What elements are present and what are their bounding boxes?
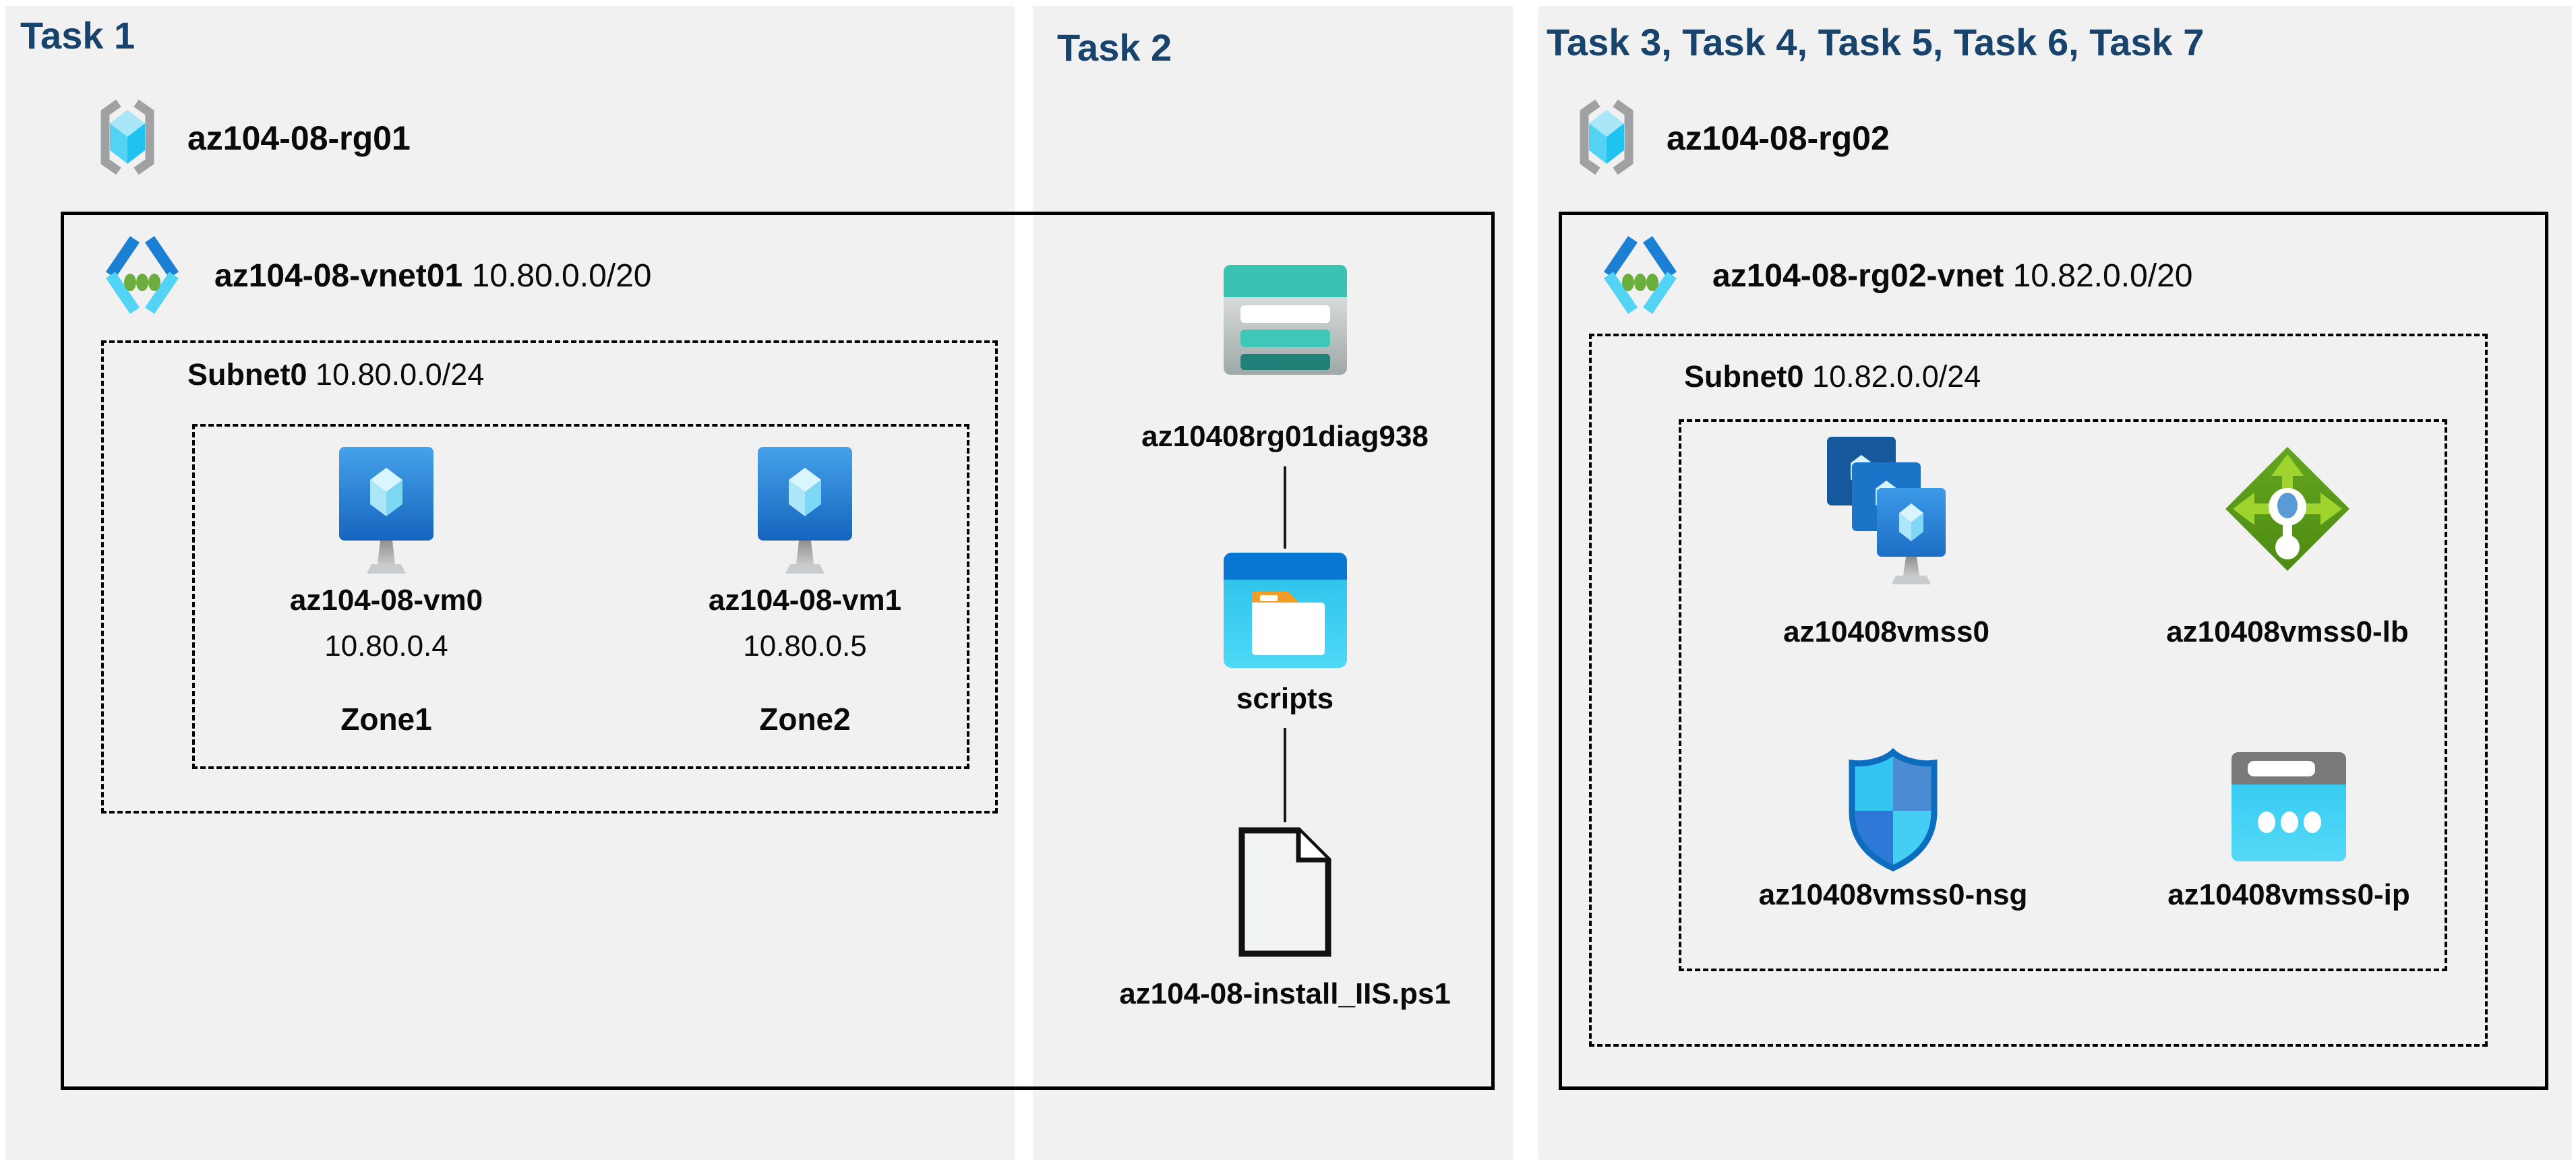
vnet-name: az104-08-vnet01 <box>214 258 463 294</box>
resource-group-icon <box>100 99 154 175</box>
blob-container-icon <box>1224 553 1347 668</box>
task1-vm-group-box <box>192 424 969 769</box>
subnet-cidr: 10.80.0.0/24 <box>316 357 485 392</box>
task3-vnet-box <box>1559 212 2548 1090</box>
vnet-label: az104-08-rg02-vnet 10.82.0.0/20 <box>1712 257 2192 295</box>
task1-vnet-box <box>61 212 1495 1090</box>
vmss-name: az10408vmss0 <box>1783 615 1989 648</box>
task1-panel <box>5 6 1015 1160</box>
file-icon <box>1238 827 1331 957</box>
vm-ip: 10.80.0.5 <box>743 630 867 663</box>
vm-zone: Zone2 <box>759 702 851 737</box>
vnet-cidr: 10.82.0.0/20 <box>2012 258 2193 294</box>
connector-line <box>1284 466 1286 549</box>
public-ip-name: az10408vmss0-ip <box>2167 878 2410 911</box>
subnet-cidr: 10.82.0.0/24 <box>1812 359 1981 394</box>
task3-panel <box>1538 6 2572 1160</box>
network-security-group-icon <box>1849 747 1938 871</box>
subnet-label: Subnet0 10.80.0.0/24 <box>187 357 484 392</box>
vnet-cidr: 10.80.0.0/20 <box>471 258 652 294</box>
public-ip-icon <box>2231 752 2346 861</box>
storage-account-name: az10408rg01diag938 <box>1141 420 1429 453</box>
vnet-label: az104-08-vnet01 10.80.0.0/20 <box>214 257 651 295</box>
virtual-machine-icon <box>758 447 852 574</box>
task1-subnet-box <box>101 340 998 814</box>
vm-ip: 10.80.0.4 <box>324 630 448 663</box>
virtual-network-icon <box>1603 236 1677 314</box>
vm-scale-set-icon <box>1827 437 1946 584</box>
task1-title: Task 1 <box>20 14 136 57</box>
load-balancer-icon <box>2225 447 2349 571</box>
storage-account-icon <box>1224 265 1347 375</box>
virtual-network-icon <box>105 236 179 314</box>
container-name: scripts <box>1236 682 1334 715</box>
virtual-machine-icon <box>339 447 433 574</box>
resource-group-icon <box>1580 99 1634 175</box>
script-file-name: az104-08-install_IIS.ps1 <box>1119 977 1451 1010</box>
vm-name: az104-08-vm0 <box>289 584 483 617</box>
vm-name: az104-08-vm1 <box>708 584 902 617</box>
task3-subnet-box <box>1589 334 2488 1047</box>
vm-zone: Zone1 <box>340 702 432 737</box>
resource-group-name: az104-08-rg01 <box>187 119 411 157</box>
load-balancer-name: az10408vmss0-lb <box>2166 615 2409 648</box>
resource-group-name: az104-08-rg02 <box>1667 119 1890 157</box>
task2-title: Task 2 <box>1057 26 1172 69</box>
task3-title: Task 3, Task 4, Task 5, Task 6, Task 7 <box>1547 21 2205 63</box>
task3-resource-group-box <box>1679 419 2447 971</box>
nsg-name: az10408vmss0-nsg <box>1758 878 2028 911</box>
vnet-name: az104-08-rg02-vnet <box>1712 258 2004 294</box>
subnet-name: Subnet0 <box>1684 359 1804 394</box>
subnet-label: Subnet0 10.82.0.0/24 <box>1684 359 1981 394</box>
connector-line <box>1284 728 1286 822</box>
subnet-name: Subnet0 <box>187 357 307 392</box>
